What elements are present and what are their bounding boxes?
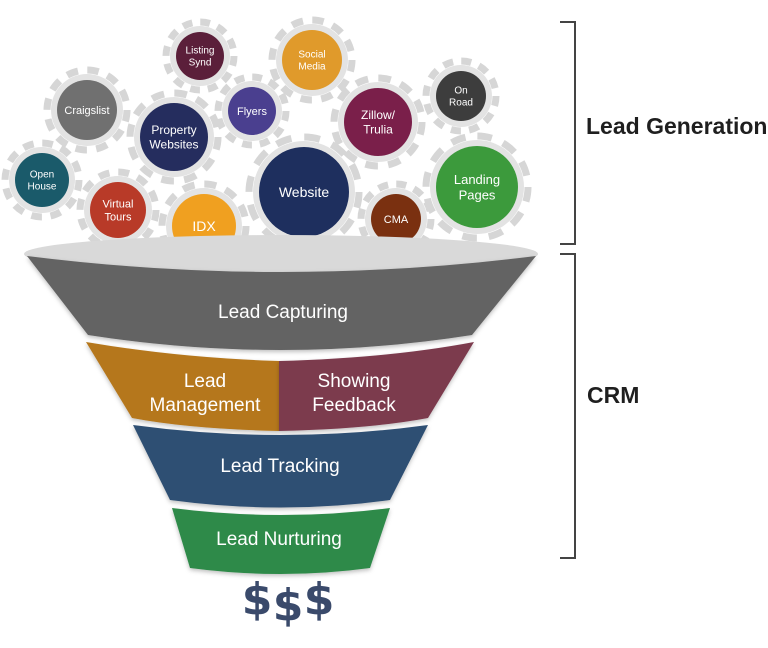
gear-label: Synd xyxy=(189,58,212,69)
funnel-section-lead-tracking xyxy=(133,425,428,508)
gear-teeth-icon xyxy=(126,89,222,185)
gear-center xyxy=(15,153,69,207)
gear-website: Website xyxy=(245,133,363,251)
gear-teeth-icon xyxy=(422,57,500,135)
lead-nurturing-label: Lead Nurturing xyxy=(216,529,342,550)
lead-management-label-line2: Management xyxy=(150,395,262,416)
gear-center xyxy=(140,103,208,171)
gear-label: Road xyxy=(449,98,473,109)
crm-label: CRM xyxy=(587,382,639,408)
gear-label: Zillow/ xyxy=(361,108,396,122)
gear-label: House xyxy=(28,182,57,193)
gear-cma: CMA xyxy=(357,180,435,258)
gear-center xyxy=(57,80,117,140)
funnel-section-lead-management xyxy=(86,342,279,431)
gear-center xyxy=(176,32,224,80)
dollar-sign-icon: $ xyxy=(304,574,335,625)
funnel-section-lead-nurturing xyxy=(172,508,390,574)
gear-center xyxy=(344,88,412,156)
showing-feedback-label-line1: Showing xyxy=(318,371,391,392)
bracket-line xyxy=(560,253,576,559)
gear-label: IDX xyxy=(192,218,216,234)
gear-craigslist: Craigslist xyxy=(43,66,131,154)
funnel: Lead Capturing Lead Management Showing F… xyxy=(24,235,538,574)
gear-label: Tours xyxy=(105,211,132,223)
gear-label: Media xyxy=(298,62,326,73)
gear-center xyxy=(228,87,276,135)
gear-label: CMA xyxy=(384,214,409,226)
gear-label: Open xyxy=(30,170,54,181)
funnel-section-showing-feedback xyxy=(279,342,474,431)
lead-capturing-label: Lead Capturing xyxy=(218,302,348,323)
showing-feedback-label-line2: Feedback xyxy=(312,395,396,416)
gear-label: Flyers xyxy=(237,106,267,118)
gear-label: Virtual xyxy=(103,198,134,210)
gear-teeth-icon xyxy=(330,74,426,170)
gear-teeth-icon xyxy=(76,168,160,252)
gear-label: Pages xyxy=(459,187,496,202)
gear-teeth-icon xyxy=(214,73,290,149)
crm-bracket: CRM xyxy=(560,253,639,559)
gear-center xyxy=(282,30,342,90)
gear-label: Listing xyxy=(186,46,215,57)
lead-tracking-label: Lead Tracking xyxy=(220,456,339,477)
dollar-sign-icon: $ xyxy=(242,574,273,625)
gear-label: Property xyxy=(151,123,196,137)
lead-management-label-line1: Lead xyxy=(184,371,226,392)
gear-label: Website xyxy=(279,184,330,200)
dollar-signs: $ $ $ xyxy=(242,574,335,631)
gear-label: Social xyxy=(298,50,325,61)
funnel-section-lead-capturing xyxy=(27,256,536,350)
gear-center xyxy=(90,182,146,238)
gear-teeth-icon xyxy=(268,16,356,104)
gear-center xyxy=(436,71,486,121)
gear-center xyxy=(259,147,349,237)
gear-teeth-icon xyxy=(162,18,238,94)
gear-teeth-icon xyxy=(245,133,363,251)
lead-generation-bracket: Lead Generation xyxy=(560,21,767,245)
bracket-line xyxy=(560,21,576,245)
gear-flyers: Flyers xyxy=(214,73,290,149)
lead-generation-label: Lead Generation xyxy=(586,113,767,139)
gear-teeth-icon xyxy=(422,132,532,242)
gear-teeth-icon xyxy=(158,180,250,272)
gear-teeth-icon xyxy=(1,139,83,221)
gear-center xyxy=(436,146,518,228)
gear-label: Websites xyxy=(149,137,198,151)
gear-center xyxy=(371,194,421,244)
gear-teeth-icon xyxy=(357,180,435,258)
gear-label: Craigslist xyxy=(64,105,109,117)
gear-teeth-icon xyxy=(43,66,131,154)
gear-zillow-trulia: Zillow/Trulia xyxy=(330,74,426,170)
funnel-rim xyxy=(24,235,538,273)
gear-label: Trulia xyxy=(363,122,393,136)
dollar-sign-icon: $ xyxy=(273,580,304,631)
gear-label: On xyxy=(454,86,467,97)
gear-label: Landing xyxy=(454,172,500,187)
